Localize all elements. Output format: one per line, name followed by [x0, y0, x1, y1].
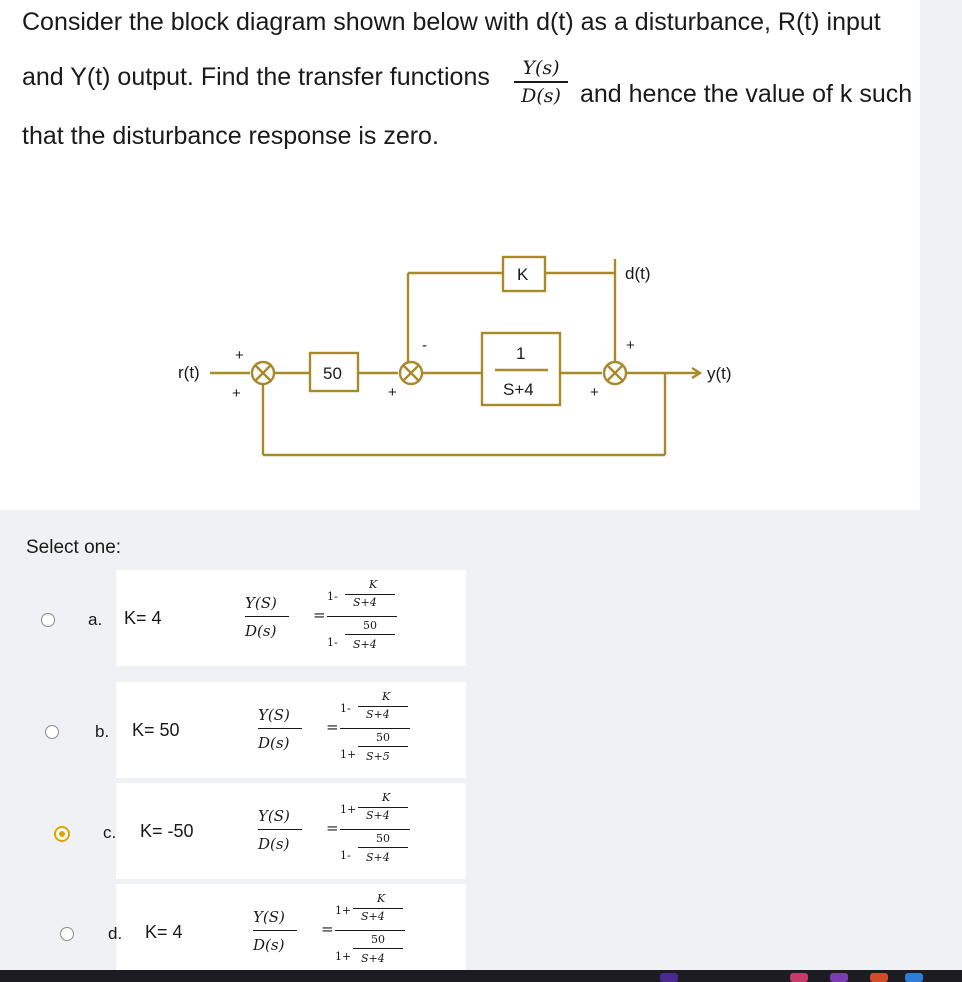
equals-sign: =: [313, 606, 326, 624]
option-letter: d.: [108, 924, 123, 943]
num-bottom: S+4: [361, 910, 385, 923]
equals-sign: =: [326, 819, 339, 837]
app-icon[interactable]: [870, 973, 888, 982]
question-line-2-end: and hence the value of k such: [580, 80, 913, 108]
option-radio[interactable]: [60, 927, 74, 941]
lhs-numerator: Y(S): [245, 594, 277, 612]
tf-fraction: Y(s) D(s): [514, 57, 568, 107]
tf-denominator: D(s): [521, 84, 561, 107]
num-bottom: S+4: [353, 596, 377, 609]
lhs-numerator: Y(S): [258, 706, 290, 724]
num-prefix: 1-: [327, 590, 338, 603]
option-card[interactable]: [116, 570, 466, 666]
option-card[interactable]: [116, 884, 466, 980]
num-bottom: S+4: [366, 809, 390, 822]
app-icon[interactable]: [830, 973, 848, 982]
lhs-denominator: D(s): [245, 622, 277, 640]
den-prefix: 1-: [327, 636, 338, 649]
num-prefix: 1-: [340, 702, 351, 715]
den-bottom: S+5: [366, 750, 390, 763]
disturbance-label: d(t): [625, 264, 651, 283]
equals-sign: =: [326, 718, 339, 736]
app-icon[interactable]: [790, 973, 808, 982]
num-top: K: [382, 791, 391, 804]
option-letter: a.: [88, 610, 103, 629]
sum3-plus-top: +: [626, 337, 635, 354]
option-radio[interactable]: [45, 725, 59, 739]
den-bottom: S+4: [361, 952, 385, 965]
den-top: 50: [371, 933, 385, 946]
taskbar: [0, 970, 962, 982]
option-radio[interactable]: [41, 613, 55, 627]
den-top: 50: [363, 619, 377, 632]
k-block-label: K: [517, 265, 529, 284]
den-prefix: 1+: [335, 950, 352, 963]
question-card: Consider the block diagram shown below w…: [0, 0, 920, 510]
sum3-plus-left: +: [590, 384, 599, 401]
app-icon[interactable]: [660, 973, 678, 982]
sum1-plus-top: +: [235, 347, 244, 364]
plant-denominator: S+4: [503, 380, 534, 399]
plant-numerator: 1: [516, 344, 525, 363]
den-prefix: 1+: [340, 748, 357, 761]
output-label: y(t): [707, 364, 732, 383]
option-k-value: K= 4: [145, 922, 183, 942]
num-prefix: 1+: [335, 904, 352, 917]
den-top: 50: [376, 731, 390, 744]
gain-block-label: 50: [323, 364, 342, 383]
lhs-denominator: D(s): [253, 936, 285, 954]
option-card[interactable]: [116, 783, 466, 879]
equals-sign: =: [321, 920, 334, 938]
num-top: K: [369, 578, 378, 591]
block-diagram: r(t) y(t) d(t) 50 K 1 S+4 + + - + + +: [178, 255, 732, 457]
den-top: 50: [376, 832, 390, 845]
option-letter: b.: [95, 722, 110, 741]
select-one-label: Select one:: [26, 537, 122, 558]
den-prefix: 1-: [340, 849, 351, 862]
num-prefix: 1+: [340, 803, 357, 816]
lhs-numerator: Y(S): [258, 807, 290, 825]
lhs-denominator: D(s): [258, 835, 290, 853]
input-label: r(t): [178, 363, 200, 382]
lhs-denominator: D(s): [258, 734, 290, 752]
question-line-1: Consider the block diagram shown below w…: [22, 8, 881, 36]
option-letter: c.: [103, 823, 117, 842]
question-line-2-start: and Y(t) output. Find the transfer funct…: [22, 63, 490, 91]
option-k-value: K= -50: [140, 821, 194, 841]
option-k-value: K= 4: [124, 608, 162, 628]
sum2-minus: -: [422, 337, 427, 354]
option-k-value: K= 50: [132, 720, 180, 740]
num-bottom: S+4: [366, 708, 390, 721]
den-bottom: S+4: [353, 638, 377, 651]
sum2-plus: +: [388, 384, 397, 401]
num-top: K: [382, 690, 391, 703]
app-icon[interactable]: [905, 973, 923, 982]
option-card[interactable]: [116, 682, 466, 778]
den-bottom: S+4: [366, 851, 390, 864]
num-top: K: [377, 892, 386, 905]
lhs-numerator: Y(S): [253, 908, 285, 926]
question-line-3: that the disturbance response is zero.: [22, 122, 439, 150]
tf-numerator: Y(s): [522, 57, 560, 79]
option-radio[interactable]: [54, 826, 70, 842]
sum1-plus-bottom: +: [232, 385, 241, 402]
